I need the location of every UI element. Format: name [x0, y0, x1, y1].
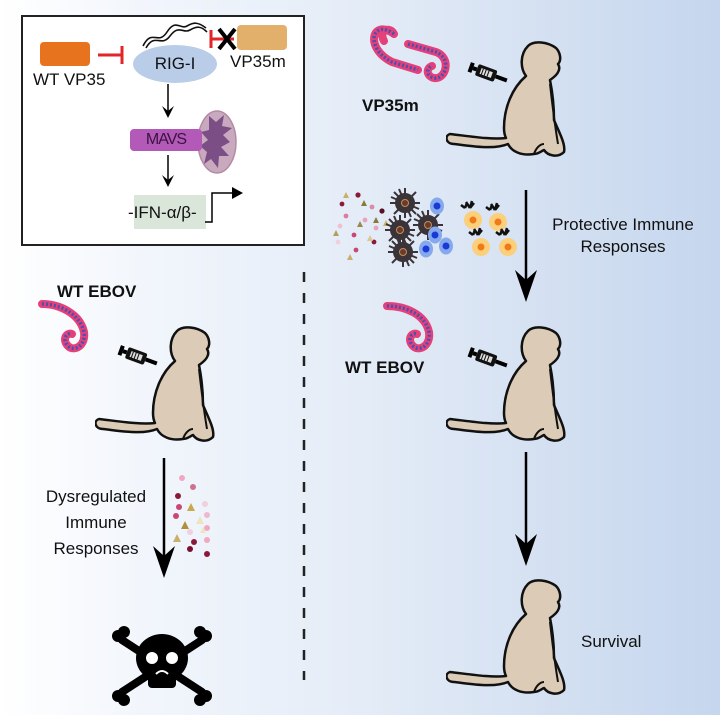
arrow-rigi-to-mavs — [162, 84, 174, 118]
cytokine-dots — [333, 192, 389, 260]
wt-ebov-label-right: WT EBOV — [345, 358, 425, 377]
dysregulated-line1: Dysregulated — [45, 487, 147, 506]
dsrna-icon — [142, 22, 208, 49]
syringe-icon — [467, 62, 508, 83]
syringe-icon — [117, 345, 158, 366]
ifn-gene-label: -IFN-α/β- — [128, 203, 197, 222]
cytokine-storm-dots — [173, 475, 210, 557]
wt-vp35-protein — [40, 42, 90, 66]
arrow-dysregulated-response — [153, 458, 175, 578]
dashed-divider — [302, 272, 306, 680]
transcription-start-arrow — [205, 187, 243, 223]
survival-label: Survival — [581, 632, 642, 651]
ifn-gene-box — [134, 195, 206, 229]
protective-immune-label: Protective Immune Responses — [528, 214, 718, 258]
macaque-challenged-right — [446, 325, 576, 445]
arrow-protective-response — [515, 190, 537, 302]
vp35m-protein — [237, 25, 287, 50]
macaque-challenged-left — [95, 325, 225, 445]
mavs-protein — [130, 129, 202, 151]
protective-immune-line1: Protective Immune — [552, 215, 694, 234]
blocked-inhibition-vp35m — [209, 27, 237, 51]
t-cells — [419, 197, 453, 258]
skull-crossbones-icon — [112, 626, 212, 706]
macaque-survived — [446, 578, 576, 698]
wt-ebov-virus-icon-left — [38, 300, 89, 353]
arrow-to-survival — [515, 452, 537, 566]
inhibition-arrow-wt — [98, 46, 124, 64]
b-cells-antibodies — [460, 200, 517, 256]
wt-ebov-label-left: WT EBOV — [57, 282, 137, 301]
syringe-icon — [467, 347, 508, 368]
macaque-vaccinated — [446, 40, 576, 160]
rigi-label: RIG-I — [154, 54, 196, 73]
dysregulated-line3: Responses — [53, 539, 139, 558]
vp35m-virus-icon — [370, 25, 450, 82]
wt-vp35-label: WT VP35 — [33, 70, 106, 89]
rigi-protein — [133, 45, 217, 83]
wt-ebov-virus-icon-right — [383, 302, 434, 353]
arrow-mavs-to-ifn — [162, 155, 174, 187]
protective-immune-line2: Responses — [580, 237, 666, 256]
dysregulated-immune-label: Dysregulated Immune Responses — [30, 484, 162, 562]
dysregulated-line2: Immune — [65, 513, 127, 532]
vp35m-vaccine-label: VP35m — [362, 96, 419, 115]
mavs-label: MAVS — [145, 131, 187, 148]
mitochondrion-icon — [197, 110, 237, 174]
dendritic-cells — [385, 188, 443, 267]
protective-immune-cells — [333, 188, 517, 267]
vp35m-inset-label: VP35m — [230, 52, 286, 71]
